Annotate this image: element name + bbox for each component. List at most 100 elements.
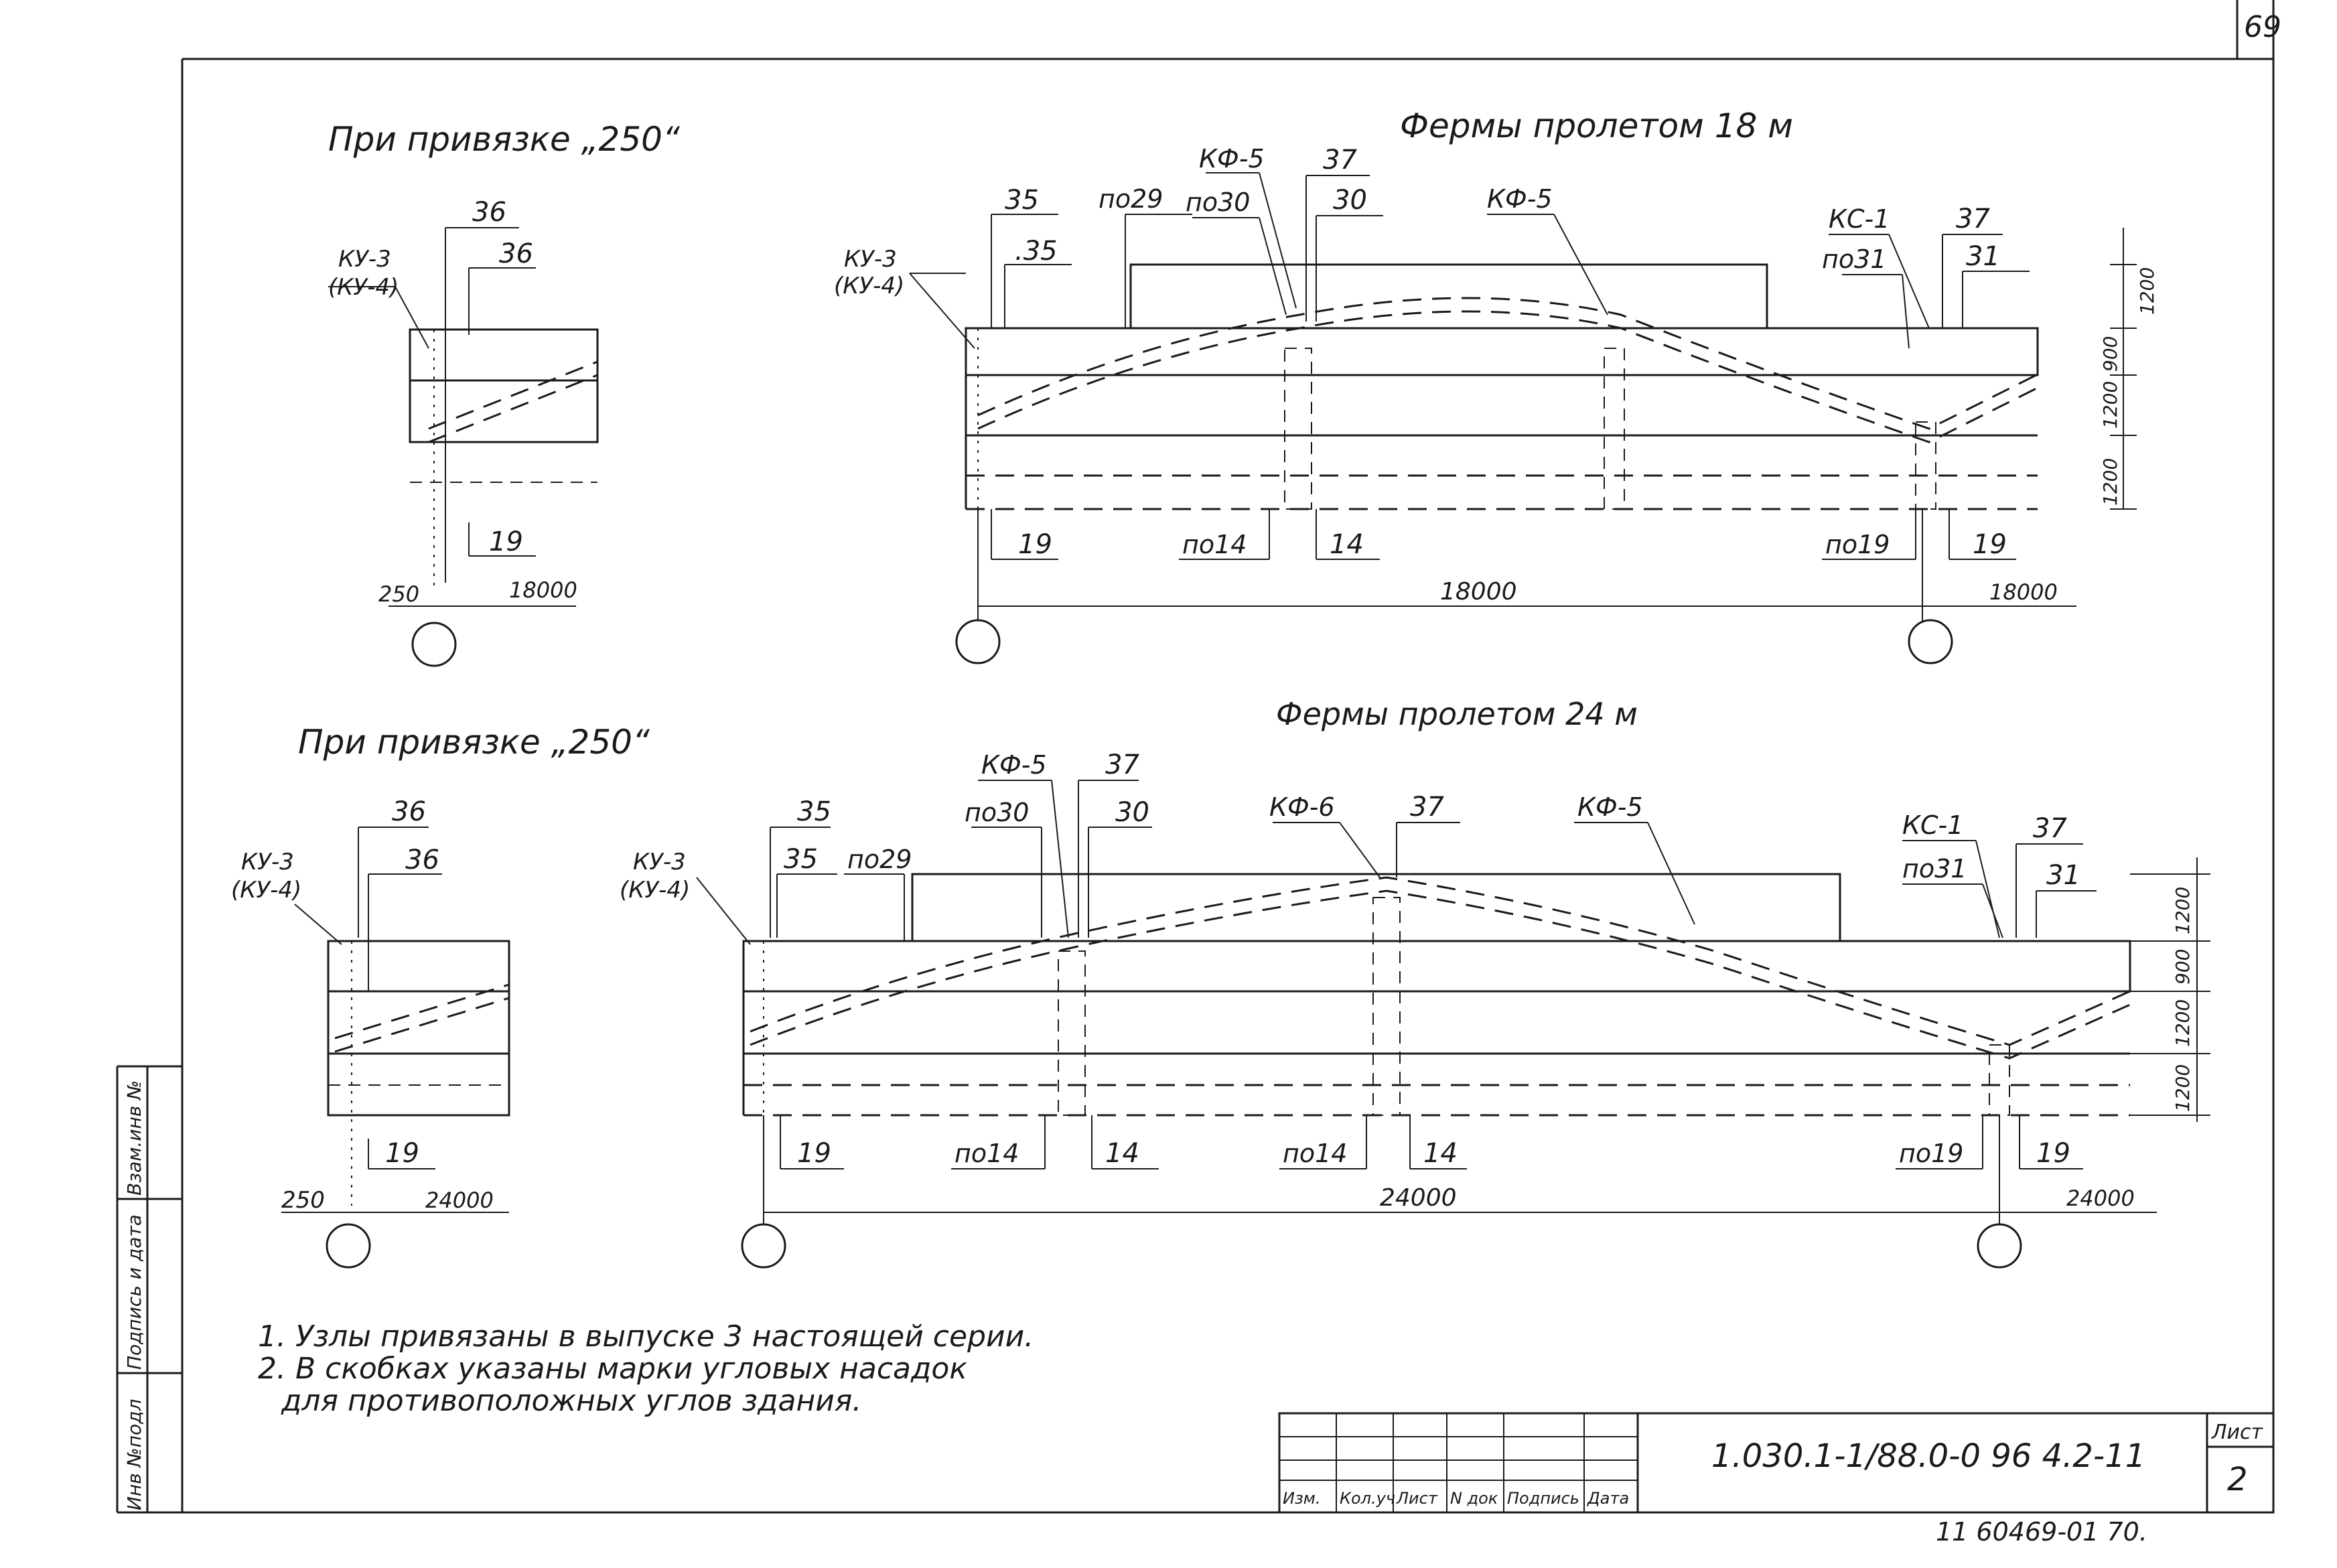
top-dim-v2: 900 (2099, 336, 2121, 372)
bottom-lbl-po14b: по14 (1283, 1139, 1347, 1168)
bottom-axis-marker-right (1977, 1223, 2022, 1269)
bottom-lbl-37c: 37 (2033, 813, 2067, 844)
tb-col-data: Дата (1587, 1489, 1629, 1508)
top-dim-v4: 1200 (2099, 458, 2121, 506)
bottom-ld-19: 19 (385, 1138, 419, 1169)
bottom-lbl-37b: 37 (1410, 792, 1444, 823)
top-left-detail: 36 36 КУ-3 (КУ-4) 19 250 18000 (328, 197, 599, 667)
bottom-lbl-35a: 35 (797, 796, 831, 827)
top-section: При привязке „250“ Фермы пролетом 18 м 3… (328, 106, 2158, 667)
top-axis-marker-left (955, 619, 1001, 664)
note-line-1: 1. Узлы привязаны в выпуске 3 настоящей … (258, 1320, 1034, 1354)
bottom-lbl-30: 30 (1115, 797, 1149, 828)
side-stamp-inv-no: Инв №подл (123, 1399, 145, 1510)
bottom-ld-ku-alt: (КУ-4) (231, 877, 301, 904)
bottom-ld-dim: 24000 (425, 1188, 494, 1213)
top-dim-span: 18000 (1440, 578, 1517, 605)
bottom-lbl-po31: по31 (1902, 854, 1967, 883)
bottom-detail-title: При привязке „250“ (298, 723, 650, 762)
bottom-lbl-po30: по30 (965, 798, 1029, 827)
top-lbl-po19: по19 (1825, 530, 1890, 559)
bottom-lbl-po19: по19 (1899, 1139, 1963, 1168)
side-stamp: Взам.инв № Подпись и дата Инв №подл (116, 67, 183, 1512)
bottom-lbl-31: 31 (2046, 860, 2080, 891)
tb-code: 1.030.1-1/88.0-0 96 4.2-11 (1711, 1437, 2145, 1475)
bottom-stamp: 11 60469-01 70. (1936, 1517, 2147, 1547)
bottom-axis-marker-left (741, 1223, 786, 1269)
top-lbl-31: 31 (1966, 241, 2000, 272)
bottom-lbl-kf6: КФ-6 (1269, 792, 1335, 822)
bottom-left-detail: 36 36 КУ-3 (КУ-4) 19 250 24000 (231, 796, 510, 1269)
top-lbl-30: 30 (1333, 185, 1367, 216)
top-ld-ku-alt: (КУ-4) (328, 274, 399, 301)
bottom-dim-span: 24000 (1380, 1184, 1457, 1212)
top-lbl-ku: КУ-3 (844, 246, 897, 273)
bottom-dim-v1: 1200 (2172, 887, 2194, 934)
top-ld-36a: 36 (472, 197, 506, 228)
top-lbl-37b: 37 (1956, 204, 1990, 234)
bottom-lbl-kf5a: КФ-5 (981, 750, 1047, 780)
top-ld-ku: КУ-3 (338, 246, 391, 273)
bottom-lbl-37a: 37 (1105, 750, 1139, 780)
side-stamp-sign-date: Подпись и дата (123, 1214, 145, 1370)
top-lbl-37a: 37 (1323, 145, 1357, 175)
top-lbl-kf5a: КФ-5 (1199, 144, 1265, 173)
tb-col-list: Лист (1396, 1489, 1438, 1508)
bottom-lbl-19a: 19 (797, 1138, 831, 1169)
top-ld-axis-marker (411, 622, 457, 667)
bottom-ld-axis-marker (326, 1223, 371, 1269)
title-block: Изм. Кол.уч Лист N док Подпись Дата 1.03… (1278, 1412, 2275, 1514)
bottom-lbl-kf5b: КФ-5 (1577, 792, 1643, 822)
bottom-ld-36a: 36 (392, 796, 426, 827)
bottom-truss: 1200 900 1200 1200 35 35 КУ-3 (КУ-4) по2… (620, 750, 2210, 1269)
top-dim-v3: 1200 (2099, 381, 2121, 429)
top-detail-title: При привязке „250“ (328, 120, 681, 159)
top-lbl-po29: по29 (1099, 184, 1163, 214)
bottom-lbl-19b: 19 (2036, 1138, 2070, 1169)
top-dim-v1: 1200 (2136, 267, 2158, 315)
bottom-lbl-ku: КУ-3 (633, 849, 686, 875)
bottom-lbl-ku-alt: (КУ-4) (620, 877, 690, 904)
bottom-lbl-po29: по29 (847, 845, 912, 874)
bottom-section: При привязке „250“ Фермы пролетом 24 м 3… (231, 696, 2210, 1269)
bottom-main-title: Фермы пролетом 24 м (1276, 696, 1638, 732)
top-main-title: Фермы пролетом 18 м (1400, 106, 1793, 145)
top-lbl-19a: 19 (1018, 529, 1052, 560)
tb-col-kol: Кол.уч (1340, 1489, 1395, 1508)
tb-sheet-label: Лист (2211, 1421, 2264, 1444)
top-dim-right: 18000 (1989, 579, 2058, 605)
top-lbl-35b: .35 (1015, 236, 1058, 267)
top-lbl-po14: по14 (1182, 530, 1247, 559)
sheet-number: 69 (2244, 10, 2281, 44)
tb-col-ndok: N док (1450, 1489, 1498, 1508)
bottom-lbl-14b: 14 (1423, 1138, 1458, 1169)
tb-col-podp: Подпись (1507, 1489, 1579, 1508)
top-lbl-19b: 19 (1973, 529, 2007, 560)
bottom-ld-36b: 36 (405, 845, 439, 875)
note-line-2: 2. В скобках указаны марки угловых насад… (258, 1352, 967, 1386)
tb-col-izm: Изм. (1283, 1489, 1320, 1508)
top-ld-250: 250 (378, 581, 419, 607)
top-lbl-po30: по30 (1186, 188, 1250, 217)
bottom-lbl-14a: 14 (1105, 1138, 1139, 1169)
bottom-dim-v4: 1200 (2172, 1064, 2194, 1112)
top-lbl-ks1: КС-1 (1829, 204, 1890, 234)
bottom-lbl-35b: 35 (784, 844, 818, 875)
top-lbl-ku-alt: (КУ-4) (834, 273, 904, 299)
bottom-lbl-ks1: КС-1 (1902, 810, 1963, 840)
bottom-dim-v3: 1200 (2172, 999, 2194, 1047)
notes: 1. Узлы привязаны в выпуске 3 настоящей … (258, 1320, 1034, 1418)
top-lbl-35a: 35 (1005, 185, 1039, 216)
tb-sheet-no: 2 (2227, 1461, 2248, 1498)
side-stamp-vzam: Взам.инв № (123, 1080, 145, 1196)
top-lbl-kf5b: КФ-5 (1487, 184, 1553, 214)
top-truss: 1200 900 1200 1200 35 .35 КУ-3 (КУ-4) по… (834, 144, 2158, 664)
top-lbl-po31: по31 (1822, 244, 1886, 274)
top-ld-dim: 18000 (509, 577, 577, 603)
top-axis-marker-right (1908, 619, 1953, 664)
bottom-dim-v2: 900 (2172, 949, 2194, 985)
bottom-ld-250: 250 (281, 1187, 325, 1214)
bottom-lbl-po14a: по14 (954, 1139, 1019, 1168)
top-ld-36b: 36 (499, 238, 533, 269)
